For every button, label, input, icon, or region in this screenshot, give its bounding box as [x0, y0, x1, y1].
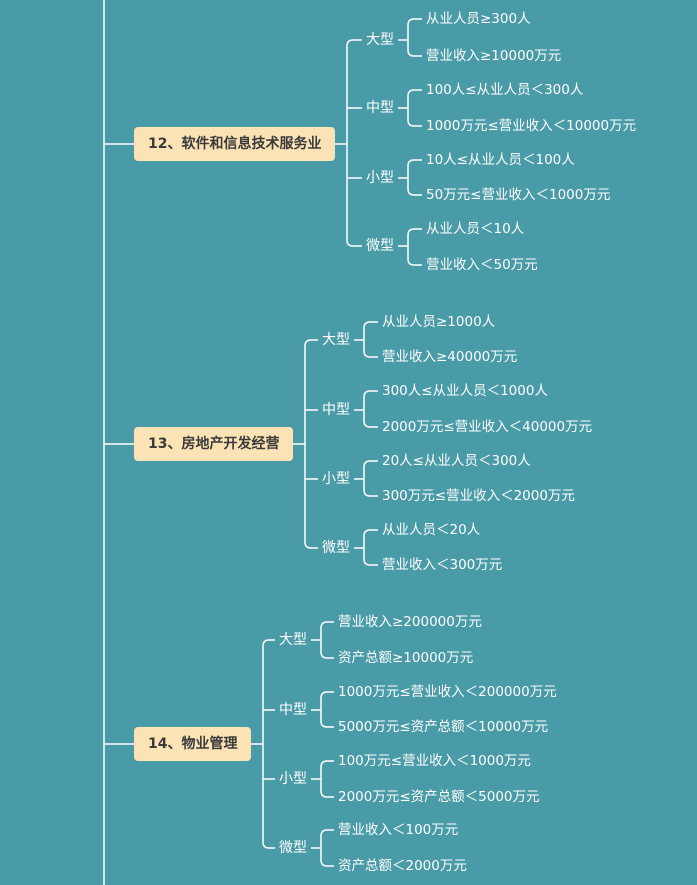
criterion-text: 300人≤从业人员＜1000人 — [382, 383, 548, 399]
criterion-text: 从业人员≥1000人 — [382, 314, 496, 330]
criterion-text: 营业收入＜100万元 — [338, 822, 459, 838]
size-bracket — [262, 639, 275, 849]
criterion-text: 100人≤从业人员＜300人 — [426, 82, 584, 98]
criteria-bracket — [407, 89, 422, 127]
criterion-text: 300万元≤营业收入＜2000万元 — [382, 488, 575, 504]
size-label-1: 中型 — [366, 100, 394, 116]
criterion-text: 2000万元≤资产总额＜5000万元 — [338, 789, 540, 805]
criteria-bracket — [363, 321, 378, 358]
criterion-text: 从业人员≥300人 — [426, 11, 531, 27]
criterion-text: 营业收入≥10000万元 — [426, 48, 562, 64]
criteria-bracket — [407, 159, 422, 196]
criteria-bracket — [320, 760, 334, 798]
criterion-text: 2000万元≤营业收入＜40000万元 — [382, 419, 593, 435]
criteria-bracket — [407, 18, 422, 57]
size-label-0: 大型 — [322, 332, 350, 348]
criteria-bracket — [407, 228, 422, 266]
criterion-text: 100万元≤营业收入＜1000万元 — [338, 753, 531, 769]
criteria-bracket — [320, 691, 334, 728]
criterion-text: 营业收入≥200000万元 — [338, 614, 482, 630]
criteria-bracket — [320, 829, 334, 867]
criterion-text: 5000万元≤资产总额＜10000万元 — [338, 719, 549, 735]
criterion-text: 10人≤从业人员＜100人 — [426, 152, 575, 168]
criterion-text: 50万元≤营业收入＜1000万元 — [426, 187, 611, 203]
criteria-bracket — [363, 529, 378, 566]
size-label-3: 微型 — [322, 540, 350, 556]
size-label-2: 小型 — [366, 170, 394, 186]
size-label-1: 中型 — [279, 702, 307, 718]
criteria-bracket — [363, 390, 378, 428]
category-node: 12、软件和信息技术服务业 — [134, 127, 336, 161]
size-label-3: 微型 — [279, 840, 307, 856]
criterion-text: 从业人员＜10人 — [426, 221, 525, 237]
criterion-text: 营业收入≥40000万元 — [382, 349, 518, 365]
category-node: 14、物业管理 — [134, 727, 252, 761]
size-label-1: 中型 — [322, 402, 350, 418]
size-label-2: 小型 — [322, 471, 350, 487]
criterion-text: 1000万元≤营业收入＜10000万元 — [426, 118, 637, 134]
size-bracket — [346, 39, 362, 247]
criterion-text: 从业人员＜20人 — [382, 522, 481, 538]
criterion-text: 资产总额≥10000万元 — [338, 650, 474, 666]
size-label-3: 微型 — [366, 238, 394, 254]
criteria-bracket — [320, 621, 334, 659]
size-label-2: 小型 — [279, 771, 307, 787]
size-bracket — [304, 339, 318, 549]
criterion-text: 营业收入＜300万元 — [382, 557, 503, 573]
criterion-text: 20人≤从业人员＜300人 — [382, 453, 531, 469]
category-node: 13、房地产开发经营 — [134, 427, 294, 461]
size-label-0: 大型 — [366, 32, 394, 48]
criterion-text: 营业收入＜50万元 — [426, 257, 538, 273]
size-label-0: 大型 — [279, 632, 307, 648]
criterion-text: 1000万元≤营业收入＜200000万元 — [338, 684, 557, 700]
criterion-text: 资产总额＜2000万元 — [338, 858, 467, 874]
criteria-bracket — [363, 460, 378, 497]
